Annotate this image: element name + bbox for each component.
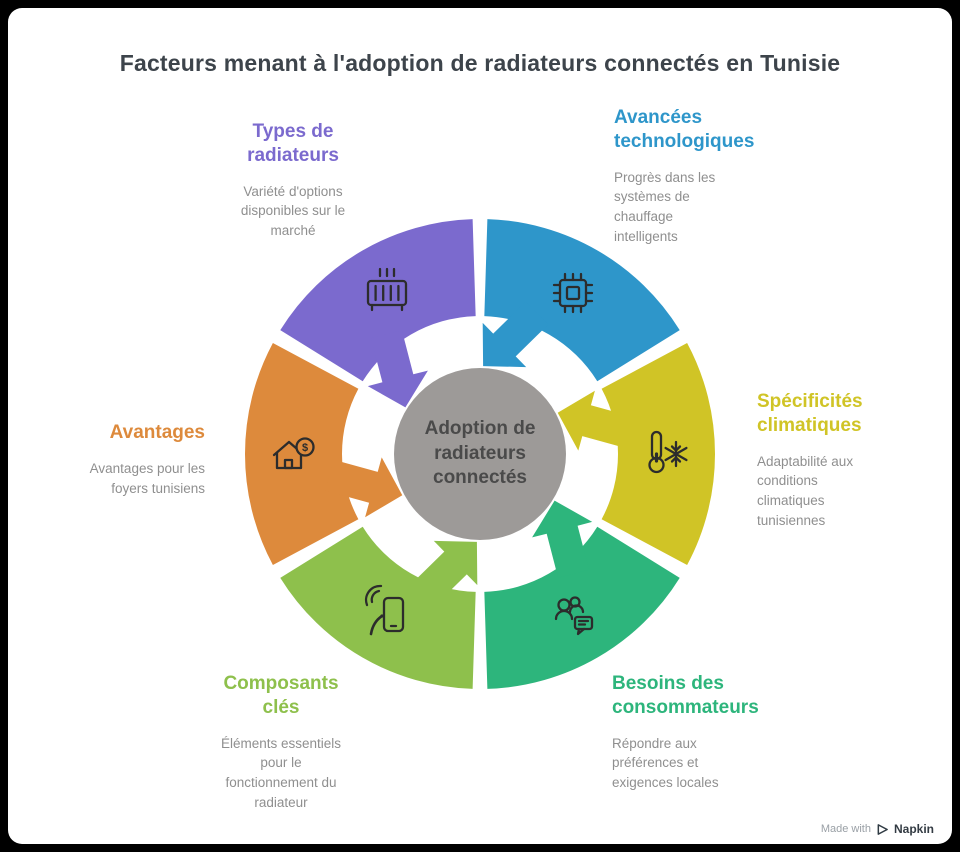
section-title: Avantages xyxy=(109,422,205,443)
napkin-brand-text: Napkin xyxy=(893,822,934,836)
wheel-arrow-avancees xyxy=(482,301,549,368)
thermometer-snowflake-icon xyxy=(648,430,688,474)
wheel-arrow-besoins xyxy=(532,500,593,578)
section-title: Composants clés xyxy=(223,673,339,718)
section-description: Variété d'options disponibles sur le mar… xyxy=(240,183,346,238)
section-title: Avancées technologiques xyxy=(614,107,755,152)
section-label-specificites: Spécificités climatiques Adaptabilité au… xyxy=(757,390,885,530)
made-with-text: Made with xyxy=(820,823,871,835)
center-circle xyxy=(394,368,566,540)
chip-icon xyxy=(552,272,594,314)
section-label-avancees: Avancées technologiques Progrès dans les… xyxy=(614,106,766,246)
radiator-icon xyxy=(366,267,408,312)
wheel-segment-composants xyxy=(280,526,476,689)
napkin-logo-icon xyxy=(877,823,888,835)
section-description: Éléments essentiels pour le fonctionneme… xyxy=(220,735,342,810)
wheel-arrow-avantages xyxy=(325,457,403,518)
people-chat-icon xyxy=(554,596,594,636)
house-dollar-icon: $ xyxy=(272,437,315,470)
center-label: Adoption de radiateurs connectés xyxy=(424,418,536,489)
section-title: Spécificités climatiques xyxy=(757,391,863,436)
wheel-arrow-types xyxy=(367,330,428,408)
section-title: Besoins des consommateurs xyxy=(612,673,759,718)
wheel-segment-types xyxy=(280,219,476,382)
diagram-title: Facteurs menant à l'adoption de radiateu… xyxy=(119,50,841,76)
wheel-segment-specificites xyxy=(601,342,715,566)
section-label-types: Types de radiateurs Variété d'options di… xyxy=(229,120,357,241)
dollar-glyph: $ xyxy=(302,442,308,454)
wheel-arrow-composants xyxy=(411,540,478,607)
wheel-segment-avancees xyxy=(484,219,680,382)
section-label-avantages: Avantages Avantages pour les foyers tuni… xyxy=(60,421,205,498)
made-with-napkin-badge[interactable]: Made with Napkin xyxy=(821,822,934,836)
wheel-arrow-specificites xyxy=(557,390,635,451)
section-description: Répondre aux préférences et exigences lo… xyxy=(612,735,719,790)
section-description: Avantages pour les foyers tunisiens xyxy=(89,460,205,496)
section-label-composants: Composants clés Éléments essentiels pour… xyxy=(213,672,349,812)
section-description: Progrès dans les systèmes de chauffage i… xyxy=(614,169,716,244)
section-title: Types de radiateurs xyxy=(247,121,339,166)
section-label-besoins: Besoins des consommateurs Répondre aux p… xyxy=(612,672,770,793)
section-description: Adaptabilité aux conditions climatiques … xyxy=(757,453,854,528)
smartphone-touch-icon xyxy=(364,584,405,636)
